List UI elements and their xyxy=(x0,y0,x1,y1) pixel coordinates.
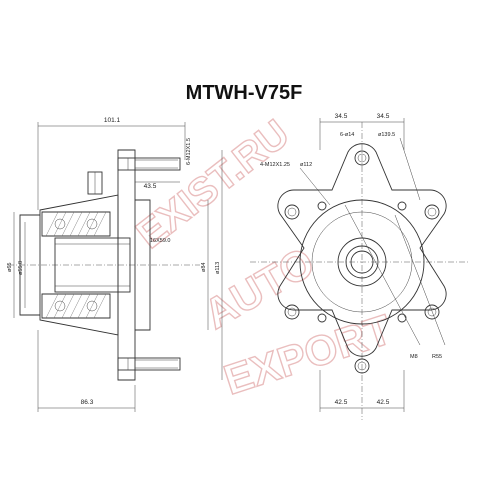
inner-bore xyxy=(54,237,131,293)
pilot-ring-outer xyxy=(299,199,425,325)
pilot-ring xyxy=(311,211,413,313)
front-view: 34.5 34.5 6-ø14 ø139.5 4-M12X1.25 ø112 xyxy=(250,113,470,420)
part-title: MTWH-V75F xyxy=(186,82,303,104)
bearing-upper xyxy=(41,211,111,237)
dim-top-left-label: 34.5 xyxy=(335,113,348,120)
dim-top-right-label: 34.5 xyxy=(377,113,390,120)
flange-dia-label: ø84 xyxy=(201,263,207,272)
thread-holes xyxy=(317,201,407,323)
thread-holes-label: 4-M12X1.25 xyxy=(260,162,290,168)
pcd-label: ø139.5 xyxy=(378,132,395,138)
dim-bottom-left-label: 42.5 xyxy=(335,399,348,406)
hub-bore xyxy=(350,250,374,274)
bore-dia-label: ø65 xyxy=(7,263,13,272)
dim-bottom-right-label: 42.5 xyxy=(377,399,390,406)
bearing-lower xyxy=(41,293,111,319)
r55-label: R55 xyxy=(432,354,442,360)
holes-label: 6-ø14 xyxy=(340,132,354,138)
dim-base-label: 86.3 xyxy=(81,399,94,406)
stud-spec-label: 6-M12X1.5 xyxy=(186,138,192,165)
hub-body xyxy=(39,194,119,336)
seal-dia-label: ø55.8 xyxy=(18,261,24,275)
hub-bore-outer xyxy=(345,245,379,279)
dim-stud-label: 43.5 xyxy=(144,183,157,190)
outer-dia-label: ø113 xyxy=(215,262,221,274)
flange-step xyxy=(135,199,151,331)
watermark-line2: AUTO xyxy=(196,238,322,338)
dim-length-label: 101.1 xyxy=(104,117,121,124)
spline-label: 16X59.0 xyxy=(150,238,171,244)
side-view: 101.1 6-M12X1.5 43.5 xyxy=(7,117,223,412)
lower-stud xyxy=(117,357,181,371)
center-dia-label: ø112 xyxy=(300,162,312,168)
hub-end-cap xyxy=(19,214,40,316)
m8-label: M8 xyxy=(410,354,418,360)
hub-boss xyxy=(337,237,387,287)
stud-holes xyxy=(284,150,440,374)
flange-outline xyxy=(277,143,447,357)
